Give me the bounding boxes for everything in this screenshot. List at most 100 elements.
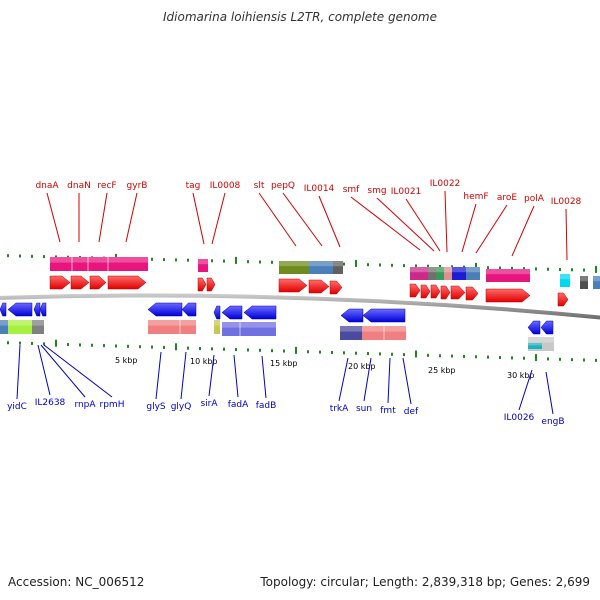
gene-leader-line	[387, 357, 391, 404]
gene-label-forward: polA	[524, 194, 545, 204]
reverse-arrow	[213, 305, 221, 320]
gene-label-reverse: def	[404, 407, 419, 417]
upper-tick-41	[499, 266, 501, 270]
forward-arrow	[409, 283, 421, 298]
gene-label-forward: dnaA	[35, 181, 59, 191]
reverse-arrow	[527, 320, 541, 335]
upper-tick-46	[559, 268, 561, 271]
gene-leader-line	[211, 192, 226, 245]
lower-tick-21	[259, 348, 261, 352]
lower-tick-43	[523, 356, 525, 360]
feature-bar-shine	[593, 276, 600, 282]
gene-label-forward: aroE	[497, 193, 518, 203]
upper-tick-19	[235, 256, 237, 264]
upper-tick-42	[511, 266, 513, 270]
forward-arrow	[89, 275, 107, 290]
feature-bar-shine	[198, 259, 208, 265]
lower-tick-42	[511, 356, 513, 360]
reverse-arrow	[181, 302, 197, 317]
lower-tick-49	[595, 358, 597, 362]
upper-tick-40	[487, 266, 489, 270]
upper-tick-30	[367, 263, 369, 267]
upper-tick-36	[439, 265, 441, 268]
feature-bar-shine	[340, 326, 362, 332]
gene-label-reverse: IL2638	[35, 398, 66, 408]
lower-tick-24	[295, 346, 297, 354]
reverse-arrow	[7, 302, 33, 317]
feature-bar	[32, 320, 44, 334]
feature-bar-shine	[436, 267, 444, 273]
upper-tick-48	[583, 268, 585, 272]
gene-label-forward: smf	[343, 185, 360, 195]
feature-bar	[279, 261, 309, 274]
forward-arrow	[308, 279, 330, 294]
gene-label-reverse: trkA	[330, 404, 349, 414]
upper-tick-12	[151, 257, 153, 261]
lower-tick-12	[151, 345, 153, 349]
upper-tick-35	[427, 264, 429, 268]
upper-tick-4	[55, 255, 57, 259]
feature-bar-shine	[50, 257, 148, 263]
lower-tick-30	[367, 352, 369, 356]
gene-leader-line	[180, 351, 187, 400]
feature-bar-shine	[8, 320, 32, 326]
upper-tick-47	[571, 268, 573, 272]
lower-tick-37	[451, 354, 453, 358]
gene-leader-line	[338, 357, 349, 402]
gene-leader-line	[405, 198, 441, 252]
upper-tick-28	[343, 262, 345, 266]
feature-bar-shine	[466, 267, 480, 273]
gene-leader-line	[258, 192, 297, 247]
upper-tick-22	[271, 260, 273, 264]
upper-tick-45	[547, 267, 549, 271]
feature-bar	[340, 326, 362, 340]
gene-label-forward: IL0014	[304, 184, 335, 194]
forward-arrow	[278, 278, 308, 293]
forward-arrow	[329, 280, 343, 295]
gene-leader-line	[37, 344, 51, 396]
upper-tick-21	[259, 260, 261, 264]
accession-text: Accession: NC_006512	[8, 575, 145, 589]
lower-tick-27	[331, 350, 333, 354]
lower-tick-1	[19, 341, 21, 345]
lower-tick-28	[343, 351, 345, 355]
scale-label: 5 kbp	[115, 356, 137, 365]
gene-label-reverse: fadB	[256, 401, 277, 411]
lower-tick-22	[271, 349, 273, 353]
gene-leader-line	[46, 192, 61, 243]
reverse-arrow	[340, 308, 364, 323]
scale-label: 10 kbp	[190, 357, 218, 366]
upper-tick-15	[187, 258, 189, 262]
lower-tick-36	[439, 354, 441, 358]
forward-arrow	[49, 275, 71, 290]
upper-tick-39	[475, 262, 477, 270]
lower-tick-14	[175, 343, 177, 351]
reverse-arrow	[33, 302, 41, 317]
feature-bar-shine	[528, 343, 542, 346]
upper-tick-17	[211, 259, 213, 263]
scale-label: 25 kbp	[428, 366, 456, 375]
forward-arrow	[465, 286, 479, 301]
feature-bar	[0, 320, 8, 334]
lower-tick-29	[355, 351, 357, 355]
forward-arrow	[430, 284, 441, 299]
feature-bar-shine	[148, 320, 196, 326]
forward-arrow	[450, 285, 466, 300]
reverse-arrow	[221, 305, 243, 320]
lower-tick-18	[223, 347, 225, 351]
feature-bar	[436, 267, 444, 280]
upper-tick-18	[223, 259, 225, 263]
gene-label-reverse: engB	[541, 417, 564, 427]
lower-tick-41	[499, 356, 501, 359]
feature-bar-shine	[428, 267, 436, 273]
lower-tick-23	[283, 349, 285, 353]
gene-label-reverse: rpmH	[100, 400, 125, 410]
lower-tick-5	[67, 343, 69, 347]
gene-label-reverse: glyQ	[171, 402, 192, 412]
feature-bar	[560, 274, 570, 287]
lower-tick-9	[115, 344, 117, 348]
feature-bar-shine	[486, 269, 530, 275]
feature-bar	[198, 259, 208, 272]
gene-leader-line	[318, 195, 341, 248]
scale-label: 30 kbp	[507, 371, 535, 380]
